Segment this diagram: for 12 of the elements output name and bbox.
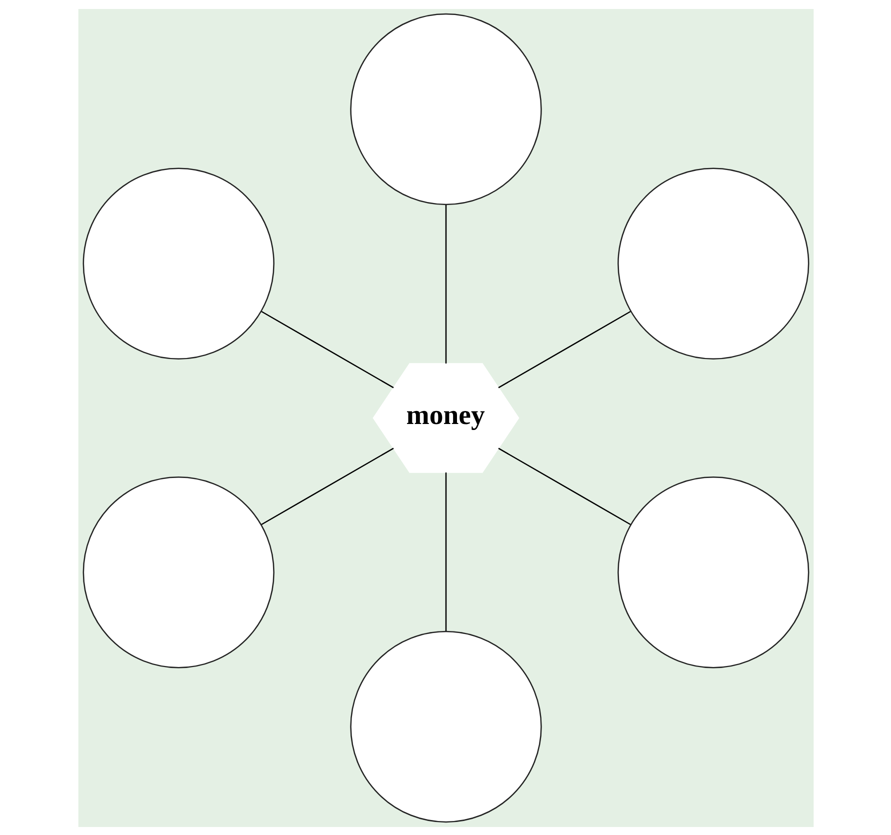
node-circle <box>617 167 809 359</box>
node-circle <box>617 476 809 668</box>
connector <box>444 204 446 364</box>
connector <box>260 310 394 388</box>
connector <box>498 310 630 388</box>
node-circle <box>350 12 542 205</box>
connector <box>260 447 394 525</box>
node-circle <box>82 476 274 668</box>
node-circle <box>350 630 542 822</box>
connector <box>498 447 630 525</box>
connector <box>444 472 446 630</box>
node-circle <box>82 167 274 359</box>
